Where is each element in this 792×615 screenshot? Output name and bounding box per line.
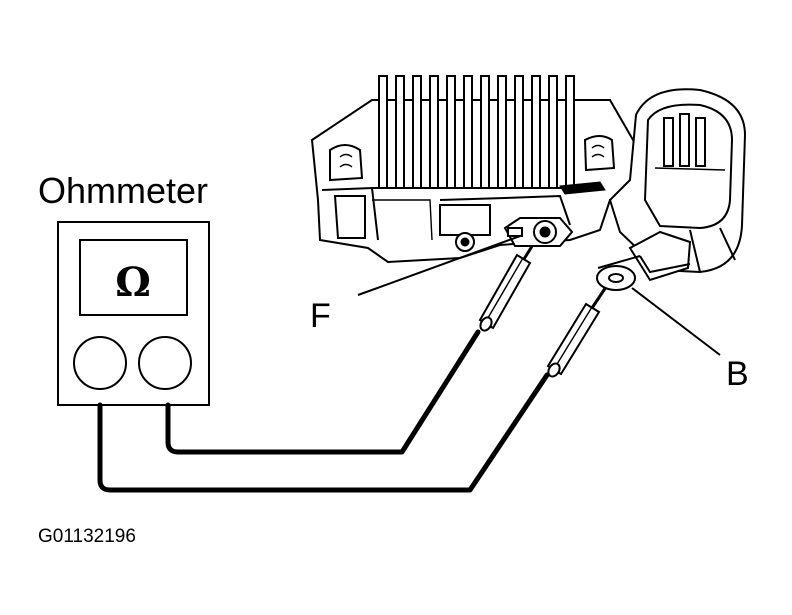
ohmmeter-display — [79, 239, 188, 316]
ohmmeter-jack-right — [138, 336, 192, 390]
ohmmeter-jack-left — [73, 336, 127, 390]
lead-wire-f — [165, 329, 481, 455]
ic-regulator — [310, 75, 747, 291]
callout-line-b — [631, 287, 721, 356]
figure-code: G01132196 — [38, 526, 136, 547]
probe-b — [546, 283, 610, 378]
callout-line-f — [357, 234, 524, 296]
callout-label-f: F — [310, 297, 331, 335]
ohm-symbol: Ω — [115, 259, 151, 306]
terminal-f — [503, 217, 574, 247]
ohmmeter-label: Ohmmeter — [38, 170, 208, 211]
connector — [608, 88, 747, 274]
lead-wire-b — [97, 372, 550, 493]
cooling-fins — [372, 75, 580, 189]
callout-label-b: B — [726, 355, 749, 393]
terminal-b — [596, 230, 692, 291]
ohmmeter: Ω — [57, 221, 210, 406]
